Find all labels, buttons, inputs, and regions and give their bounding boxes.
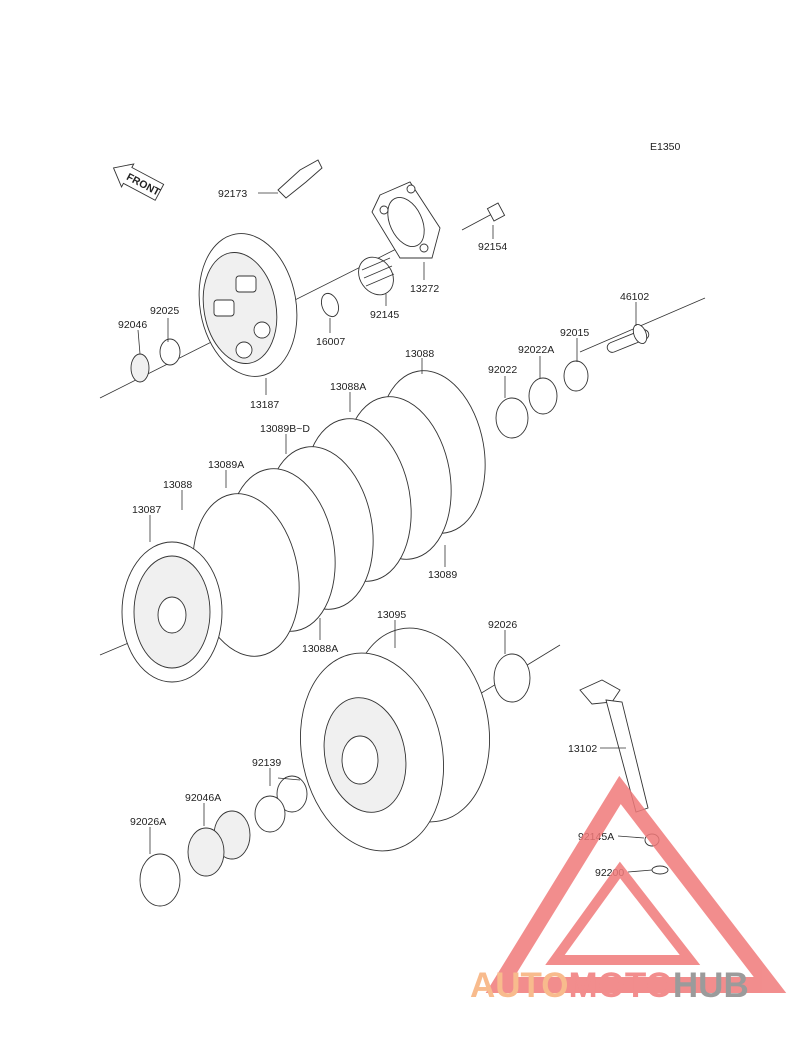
callout-92046A: 92046A: [185, 792, 221, 804]
callout-13089A: 13089A: [208, 459, 244, 471]
callout-92022: 92022: [488, 364, 517, 376]
ring-part: [320, 292, 340, 318]
collar-part: [254, 775, 308, 833]
callout-13272: 13272: [410, 283, 439, 295]
clutch-housing-part: [299, 627, 491, 852]
washer-92022-part: [495, 397, 529, 439]
washer-92025-part: [159, 338, 181, 366]
callout-16007: 16007: [316, 336, 345, 348]
watermark-inner-triangle-icon: [545, 861, 701, 965]
callout-13088A-top: 13088A: [330, 381, 366, 393]
clutch-hub-part: [121, 541, 223, 683]
callout-13088-left: 13088: [163, 479, 192, 491]
watermark-auto: AUTO: [470, 966, 569, 1005]
pushrod-part: [606, 324, 650, 353]
washer-92026A-part: [139, 853, 181, 907]
washer-92026-part: [493, 653, 531, 703]
washer-92200-part: [651, 865, 669, 875]
callout-92022A: 92022A: [518, 344, 554, 356]
needle-bearing-92046A-part: [187, 810, 251, 877]
watermark-moto: MOTO: [569, 966, 673, 1005]
watermark-triangle-icon: [485, 775, 787, 993]
watermark-logo: AUTOMOTOHUB: [470, 775, 787, 1005]
callout-46102: 46102: [620, 291, 649, 303]
callout-92139: 92139: [252, 757, 281, 769]
callout-92026A: 92026A: [130, 816, 166, 828]
callout-leaders: [137, 192, 653, 873]
lifter-plate-part: [371, 181, 441, 259]
callout-13089BD: 13089B~D: [260, 423, 310, 435]
callout-13089: 13089: [428, 569, 457, 581]
callout-92046: 92046: [118, 319, 147, 331]
callout-92015: 92015: [560, 327, 589, 339]
friction-plate-stack: [192, 370, 486, 657]
pushrod-axis-line: [579, 297, 706, 353]
callout-92173: 92173: [218, 188, 247, 200]
release-lever-part: [579, 679, 649, 813]
guide-clip-part: [277, 159, 323, 199]
callout-13087: 13087: [132, 504, 161, 516]
diagram-code: E1350: [650, 141, 681, 153]
callout-92154: 92154: [478, 241, 507, 253]
watermark-text: AUTOMOTOHUB: [470, 966, 749, 1005]
callout-13095: 13095: [377, 609, 406, 621]
nut-part: [563, 360, 589, 392]
callout-92025: 92025: [150, 305, 179, 317]
needle-bearing-part: [130, 353, 150, 383]
washer-92022A-part: [528, 377, 558, 415]
callout-13102: 13102: [568, 743, 597, 755]
clutch-spring-part: [358, 256, 395, 296]
pressure-plate-part: [198, 233, 298, 377]
callout-13187: 13187: [250, 399, 279, 411]
bolt-part: [461, 202, 506, 231]
watermark-hub: HUB: [673, 966, 749, 1005]
callout-92026: 92026: [488, 619, 517, 631]
front-direction-arrow: FRONT: [112, 163, 165, 201]
callout-13088-top: 13088: [405, 348, 434, 360]
callout-13088A-bottom: 13088A: [302, 643, 338, 655]
callout-92145: 92145: [370, 309, 399, 321]
